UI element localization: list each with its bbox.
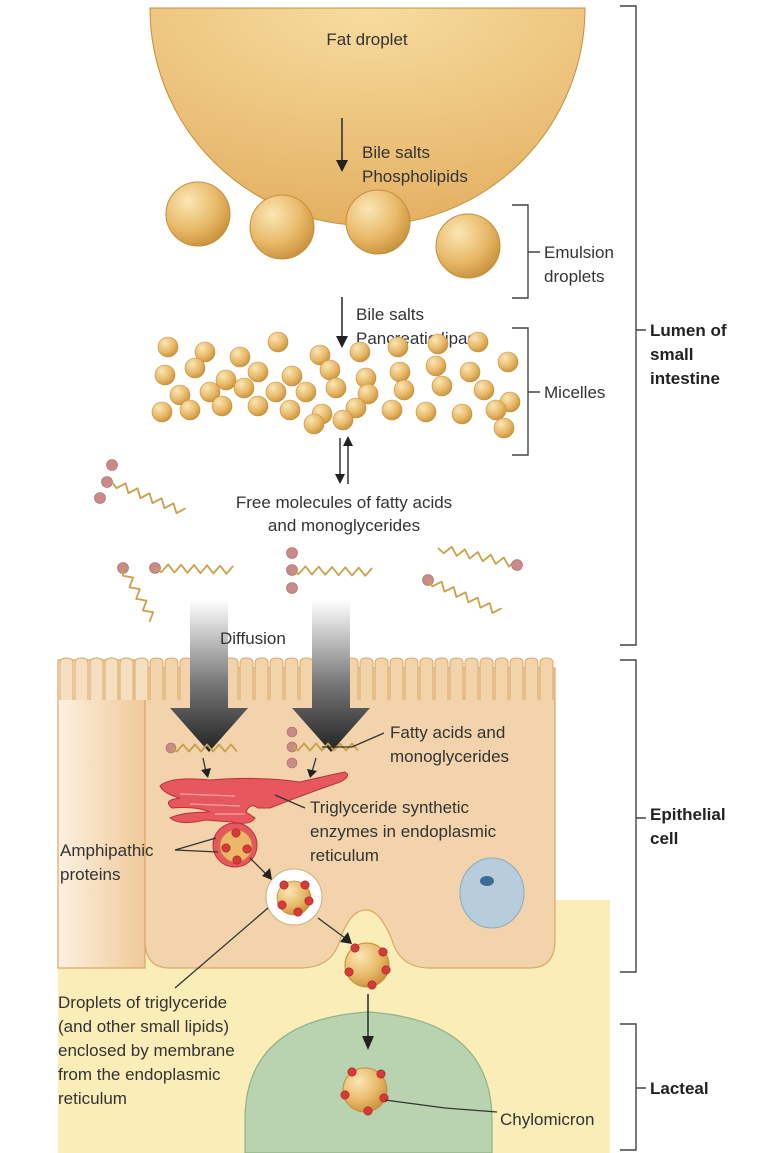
leader-lines — [174, 732, 498, 1113]
left-cell — [57, 659, 146, 969]
triglyceride-label-3: reticulum — [310, 846, 379, 865]
amphipathic-label-2: proteins — [60, 865, 120, 884]
micelles-bracket — [512, 327, 540, 456]
chylomicron-proteins — [340, 1067, 389, 1116]
chylomicron-label: Chylomicron — [500, 1110, 594, 1129]
emulsion-label-1: Emulsion — [544, 243, 614, 262]
endoplasmic-reticulum — [159, 771, 349, 868]
triglyceride-label-1: Triglyceride synthetic — [310, 798, 470, 817]
er-droplet-proteins — [221, 828, 252, 865]
droplets-label-4: from the endoplasmic — [58, 1065, 221, 1084]
down-arrow-icon-2 — [336, 336, 348, 348]
phospholipids-label: Phospholipids — [362, 167, 468, 186]
nucleus — [459, 857, 525, 929]
process-arrows — [249, 857, 374, 1050]
epithelial-label-2: cell — [650, 829, 678, 848]
emulsion-droplets — [165, 181, 501, 279]
emulsion-bracket — [512, 204, 540, 299]
lumen-label-3: intestine — [650, 369, 720, 388]
droplets-label-1: Droplets of triglyceride — [58, 993, 227, 1012]
bile-salts-label-2: Bile salts — [356, 305, 424, 324]
free-molecules-label-1: Free molecules of fatty acids — [236, 493, 452, 512]
lumen-bracket — [620, 5, 646, 646]
diffusion-arrow-icon-1 — [170, 600, 248, 752]
diffusion-arrows — [170, 600, 370, 752]
bile-salts-label-1: Bile salts — [362, 143, 430, 162]
diffusion-arrow-icon-2 — [292, 600, 370, 752]
lipid-vesicle — [265, 868, 323, 926]
epithelial-label-1: Epithelial — [650, 805, 726, 824]
emulsion-label-2: droplets — [544, 267, 604, 286]
er-arrows — [201, 757, 317, 778]
diffusion-label: Diffusion — [220, 629, 286, 648]
micelles-label: Micelles — [544, 383, 605, 402]
droplets-label-2: (and other small lipids) — [58, 1017, 229, 1036]
free-molecules-label-2: and monoglycerides — [268, 516, 420, 535]
micelles — [151, 331, 521, 439]
epithelial-bracket — [620, 659, 646, 973]
fatty-acids-label-1: Fatty acids and — [390, 723, 505, 742]
amphipathic-label-1: Amphipathic — [60, 841, 154, 860]
exocytosed-droplet — [344, 942, 390, 988]
down-arrow-icon — [336, 160, 348, 172]
fat-droplet-label: Fat droplet — [326, 30, 408, 49]
droplets-label-5: reticulum — [58, 1089, 127, 1108]
droplets-label-3: enclosed by membrane — [58, 1041, 235, 1060]
exocytosed-proteins — [344, 943, 391, 990]
fatty-acids-label-2: monoglycerides — [390, 747, 509, 766]
lacteal-bracket — [620, 1023, 646, 1151]
triglyceride-label-2: enzymes in endoplasmic — [310, 822, 497, 841]
lumen-label-2: small — [650, 345, 693, 364]
pancreatic-lipase-label: Pancreatic lipase — [356, 329, 485, 348]
lacteal-label: Lacteal — [650, 1079, 709, 1098]
equilibrium-arrow-icon — [335, 436, 353, 484]
lumen-label-1: Lumen of — [650, 321, 727, 340]
free-molecules — [94, 459, 523, 623]
epithelial-cell — [144, 667, 556, 969]
vesicle-proteins — [277, 880, 314, 917]
